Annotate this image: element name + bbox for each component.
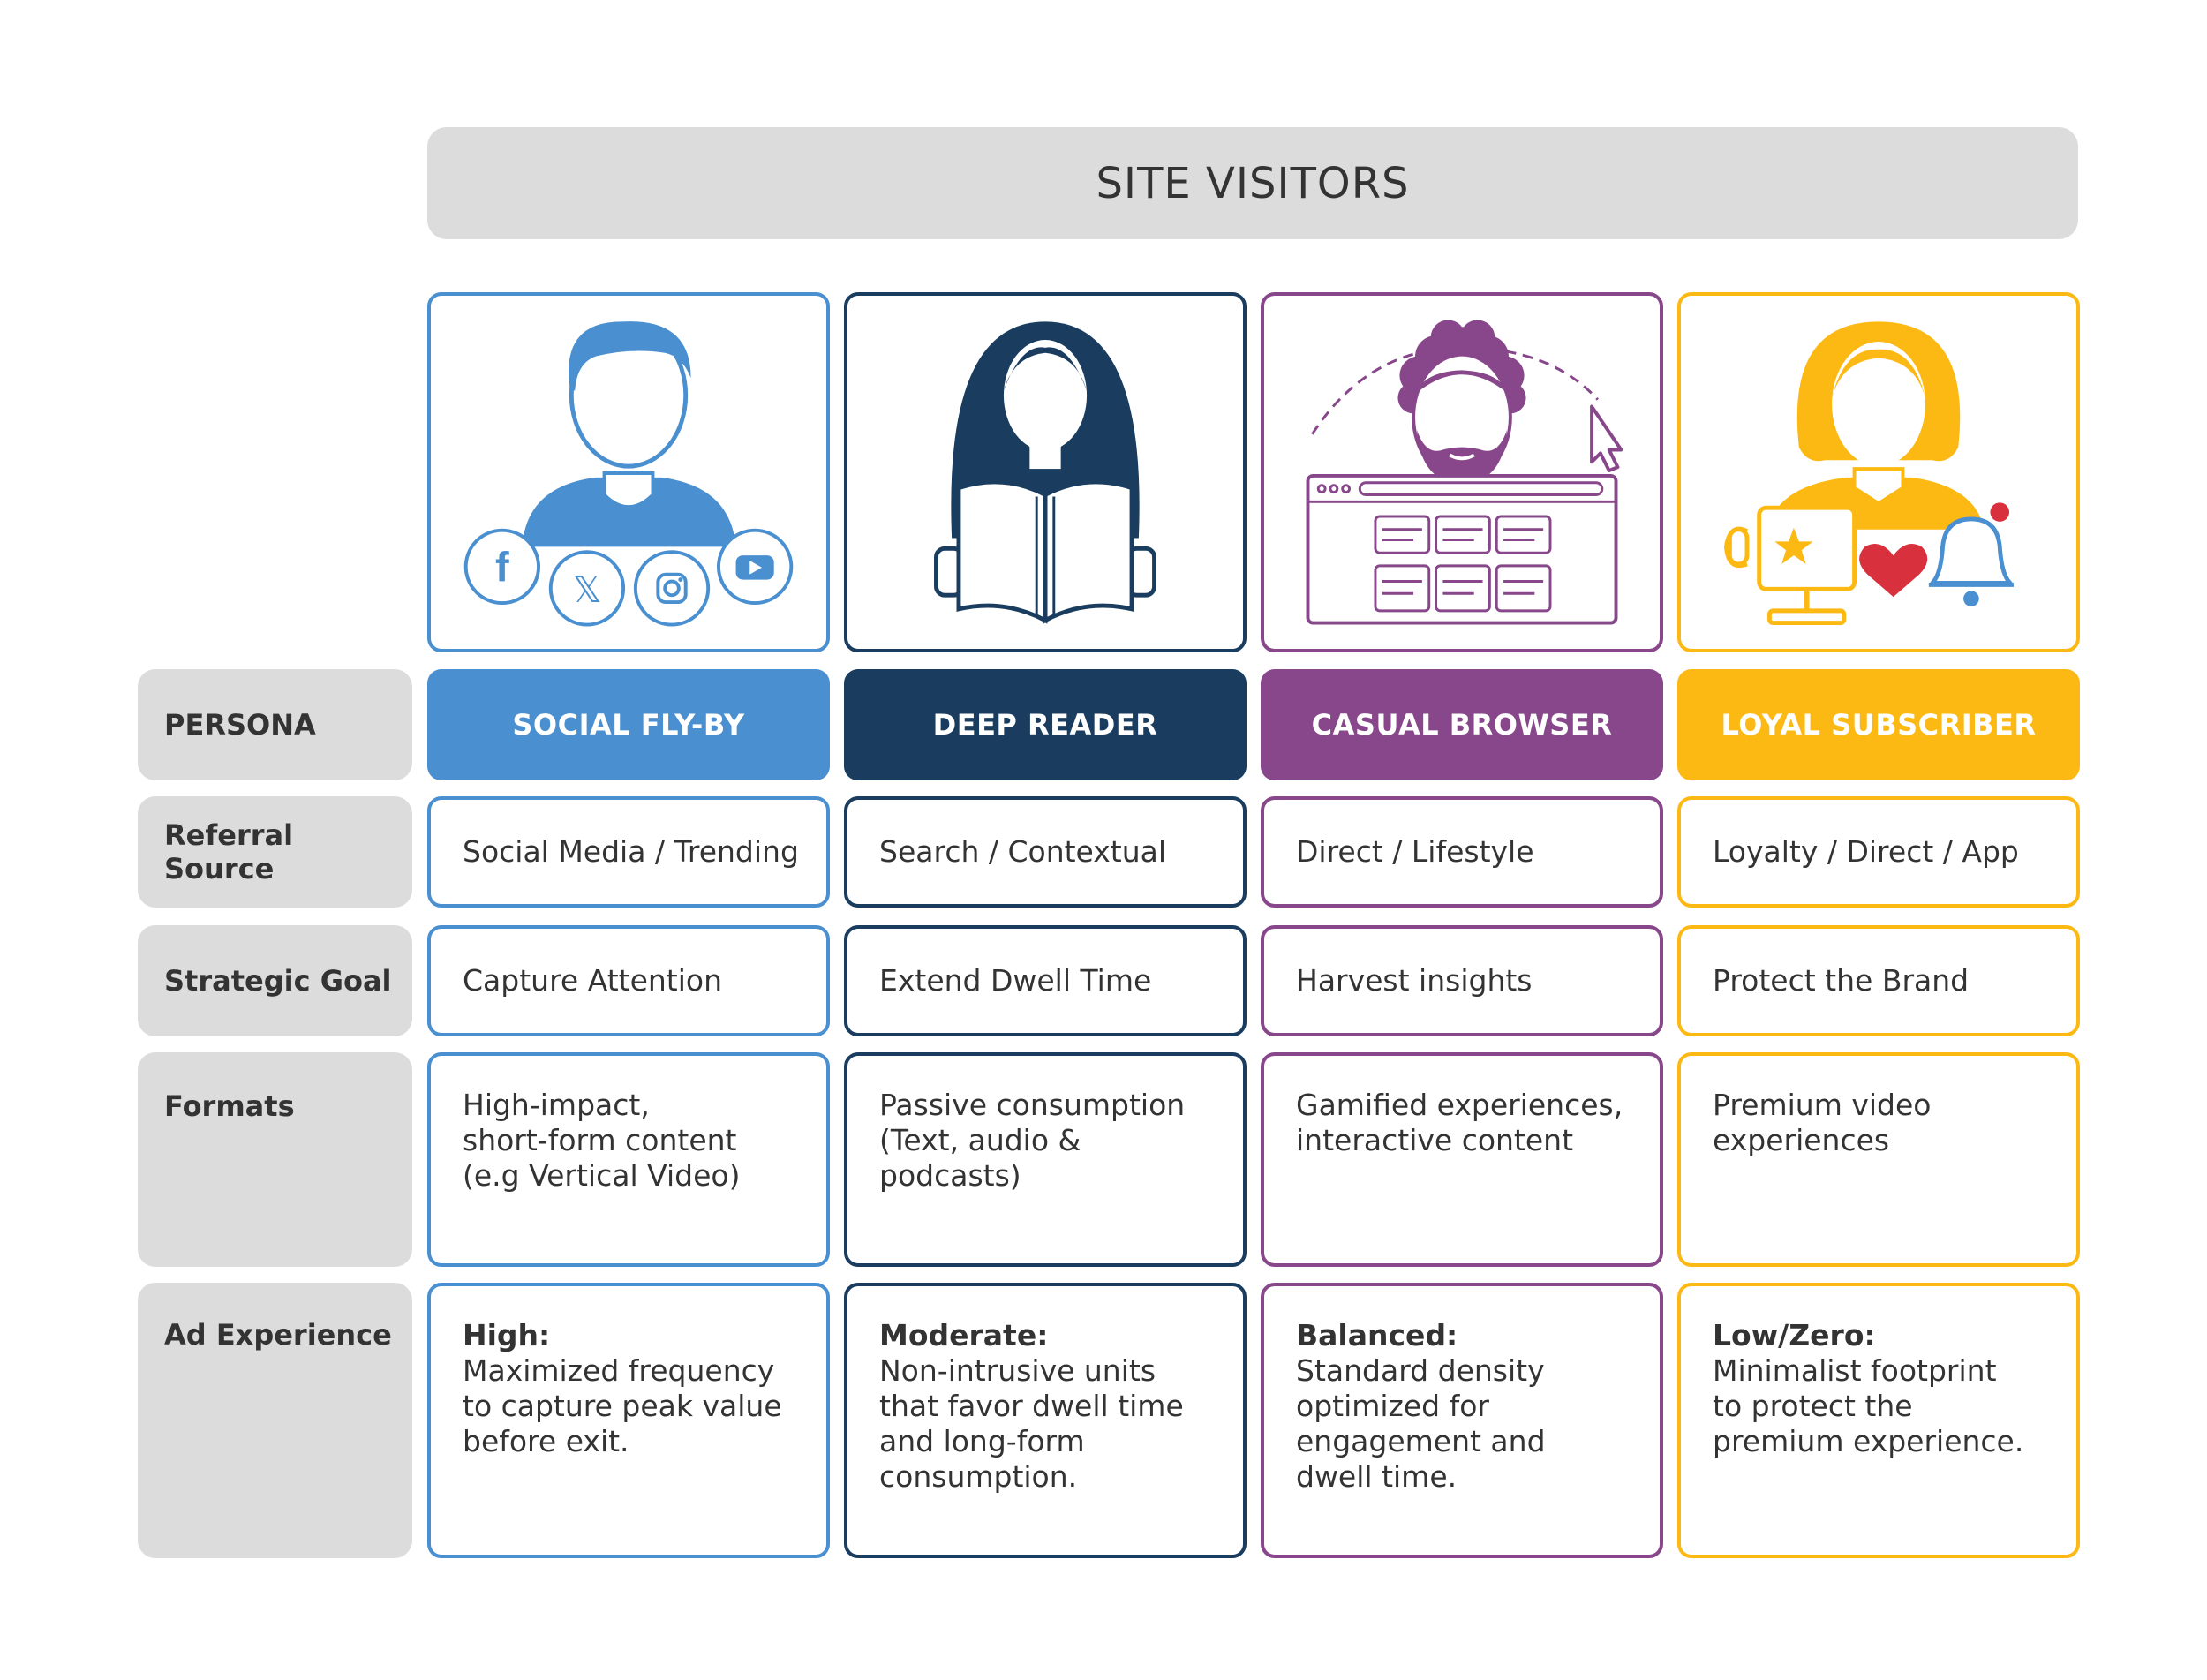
referral-cell-deep: Search / Contextual bbox=[844, 796, 1247, 908]
persona-label: DEEP READER bbox=[932, 708, 1158, 742]
bell-icon bbox=[1928, 502, 2014, 606]
row-label-referral-text: Referral Source bbox=[164, 818, 294, 885]
formats-text: Passive consumption (Text, audio & podca… bbox=[879, 1088, 1186, 1193]
casual-browser-illustration bbox=[1261, 292, 1663, 652]
formats-text: High-impact, short-form content (e.g Ver… bbox=[463, 1088, 741, 1193]
row-label-persona-text: PERSONA bbox=[164, 708, 316, 742]
ad-cell-casual: Balanced: Standard density optimized for… bbox=[1261, 1283, 1663, 1558]
deep-reader-illustration bbox=[844, 292, 1247, 652]
deep-reader-person-icon bbox=[934, 321, 1156, 624]
persona-label: SOCIAL FLY-BY bbox=[512, 708, 745, 742]
youtube-icon bbox=[716, 528, 794, 605]
social-person-icon: f 𝕏 bbox=[463, 321, 794, 627]
persona-label: CASUAL BROWSER bbox=[1311, 708, 1613, 742]
ad-lead: High: bbox=[463, 1318, 551, 1352]
formats-cell-social: High-impact, short-form content (e.g Ver… bbox=[427, 1052, 830, 1267]
goal-text: Harvest insights bbox=[1296, 963, 1533, 998]
cursor-icon bbox=[1590, 404, 1623, 472]
row-label-formats-text: Formats bbox=[164, 1089, 295, 1123]
casual-browser-person-icon bbox=[1306, 320, 1623, 625]
referral-text: Loyalty / Direct / App bbox=[1713, 834, 2019, 869]
formats-cell-casual: Gamified experiences, interactive conten… bbox=[1261, 1052, 1663, 1267]
persona-loyal-subscriber: LOYAL SUBSCRIBER bbox=[1677, 669, 2080, 780]
ad-body: Standard density optimized for engagemen… bbox=[1296, 1353, 1546, 1494]
ad-body: Maximized frequency to capture peak valu… bbox=[463, 1353, 782, 1458]
svg-text:f: f bbox=[495, 544, 509, 591]
site-visitors-header: SITE VISITORS bbox=[427, 127, 2078, 239]
heart-icon bbox=[1859, 544, 1928, 598]
header-title: SITE VISITORS bbox=[1096, 158, 1410, 208]
persona-casual-browser: CASUAL BROWSER bbox=[1261, 669, 1663, 780]
row-label-persona: PERSONA bbox=[138, 669, 412, 780]
goal-cell-loyal: Protect the Brand bbox=[1677, 925, 2080, 1036]
loyal-subscriber-illustration bbox=[1677, 292, 2080, 652]
row-label-referral: Referral Source bbox=[138, 796, 412, 908]
goal-text: Protect the Brand bbox=[1713, 963, 1970, 998]
ad-body: Non-intrusive units that favor dwell tim… bbox=[879, 1353, 1184, 1494]
formats-text: Gamified experiences, interactive conten… bbox=[1296, 1088, 1623, 1157]
goal-cell-deep: Extend Dwell Time bbox=[844, 925, 1247, 1036]
open-book-icon bbox=[956, 479, 1134, 624]
referral-cell-casual: Direct / Lifestyle bbox=[1261, 796, 1663, 908]
loyal-subscriber-person-icon bbox=[1723, 321, 2014, 626]
referral-text: Social Media / Trending bbox=[463, 834, 799, 869]
ad-body: Minimalist footprint to protect the prem… bbox=[1713, 1353, 2024, 1458]
ad-cell-social: High: Maximized frequency to capture pea… bbox=[427, 1283, 830, 1558]
persona-social-fly-by: SOCIAL FLY-BY bbox=[427, 669, 830, 780]
referral-text: Direct / Lifestyle bbox=[1296, 834, 1534, 869]
formats-cell-deep: Passive consumption (Text, audio & podca… bbox=[844, 1052, 1247, 1267]
goal-text: Capture Attention bbox=[463, 963, 723, 998]
ad-cell-deep: Moderate: Non-intrusive units that favor… bbox=[844, 1283, 1247, 1558]
ad-lead: Balanced: bbox=[1296, 1318, 1458, 1352]
ad-lead: Moderate: bbox=[879, 1318, 1049, 1352]
referral-cell-social: Social Media / Trending bbox=[427, 796, 830, 908]
browser-window-icon bbox=[1306, 473, 1618, 625]
ad-lead: Low/Zero: bbox=[1713, 1318, 1876, 1352]
persona-label: LOYAL SUBSCRIBER bbox=[1721, 708, 2037, 742]
referral-text: Search / Contextual bbox=[879, 834, 1167, 869]
row-label-ad-text: Ad Experience bbox=[164, 1318, 392, 1352]
persona-deep-reader: DEEP READER bbox=[844, 669, 1247, 780]
facebook-icon: f bbox=[463, 528, 540, 605]
x-icon: 𝕏 bbox=[548, 550, 626, 627]
monitor-star-icon bbox=[1723, 505, 1857, 626]
referral-cell-loyal: Loyalty / Direct / App bbox=[1677, 796, 2080, 908]
row-label-goal: Strategic Goal bbox=[138, 925, 412, 1036]
svg-text:𝕏: 𝕏 bbox=[572, 569, 601, 611]
instagram-icon bbox=[633, 550, 711, 627]
row-label-formats: Formats bbox=[138, 1052, 412, 1267]
formats-cell-loyal: Premium video experiences bbox=[1677, 1052, 2080, 1267]
ad-cell-loyal: Low/Zero: Minimalist footprint to protec… bbox=[1677, 1283, 2080, 1558]
goal-text: Extend Dwell Time bbox=[879, 963, 1152, 998]
social-fly-by-illustration: f 𝕏 bbox=[427, 292, 830, 652]
goal-cell-social: Capture Attention bbox=[427, 925, 830, 1036]
goal-cell-casual: Harvest insights bbox=[1261, 925, 1663, 1036]
formats-text: Premium video experiences bbox=[1713, 1088, 1932, 1157]
row-label-ad: Ad Experience bbox=[138, 1283, 412, 1558]
row-label-goal-text: Strategic Goal bbox=[164, 964, 392, 998]
